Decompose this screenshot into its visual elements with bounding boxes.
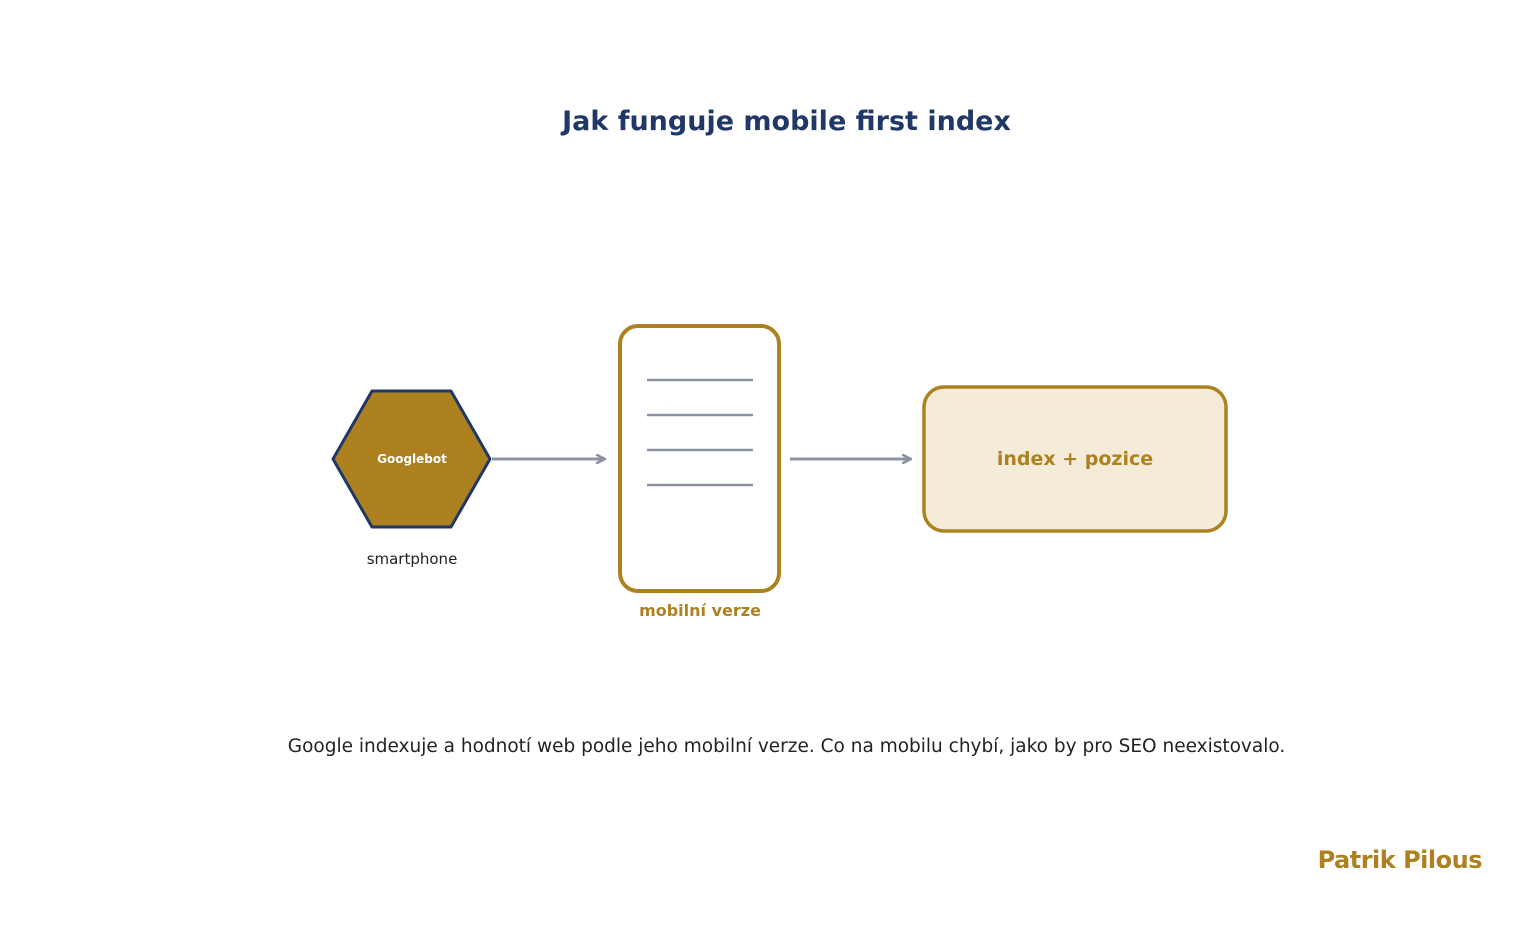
- index-label: index + pozice: [997, 448, 1153, 470]
- mobile-page-frame: [618, 324, 781, 593]
- diagram-caption: Google indexuje a hodnotí web podle jeho…: [287, 736, 1286, 757]
- mobile-page-node: mobilní verze: [618, 324, 781, 620]
- googlebot-label: Googlebot: [377, 452, 447, 466]
- googlebot-sublabel: smartphone: [367, 550, 458, 568]
- index-node: index + pozice: [922, 385, 1228, 533]
- mobile-page-label: mobilní verze: [639, 601, 761, 620]
- index-box: [922, 385, 1228, 533]
- brand-logo: Patrik Pilous: [1317, 846, 1483, 874]
- googlebot-hexagon: [331, 389, 492, 529]
- googlebot-node: Googlebot smartphone: [331, 389, 492, 568]
- diagram-title: Jak funguje mobile first index: [562, 106, 1011, 137]
